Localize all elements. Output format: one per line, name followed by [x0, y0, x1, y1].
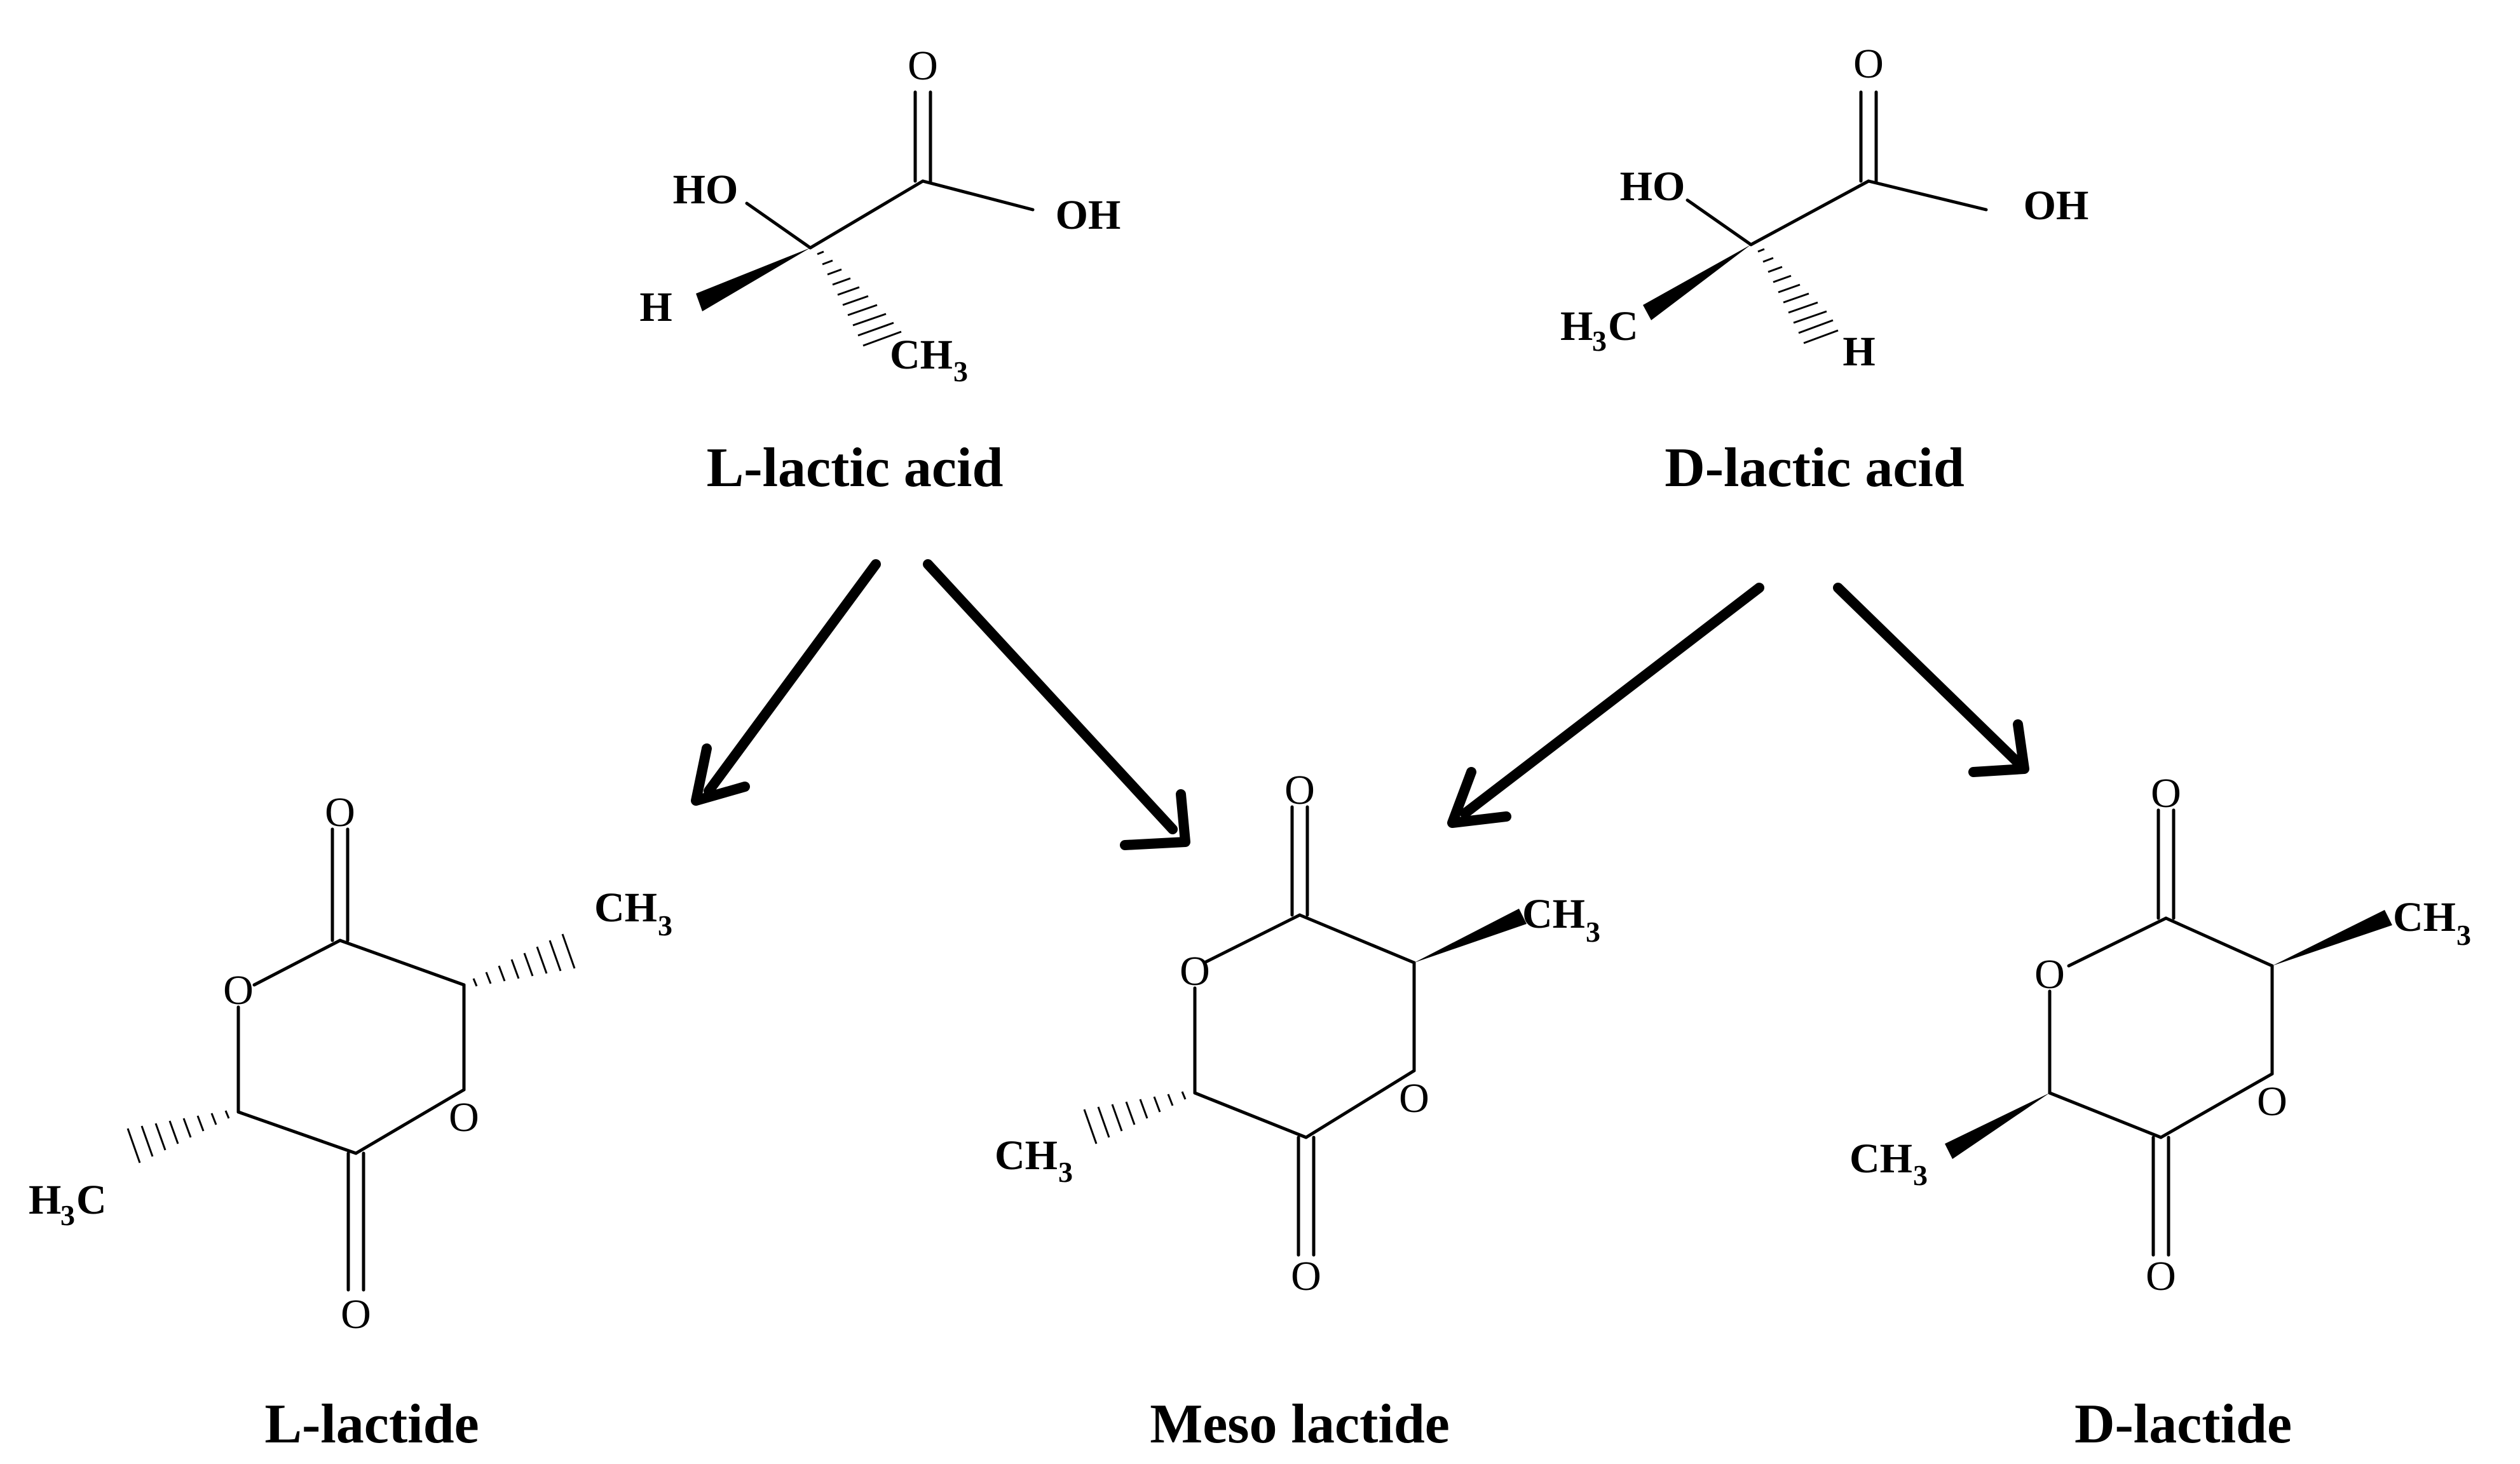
l-lactic-acid-methyl: CH [890, 332, 953, 378]
l-lactide-top-carbonyl-oxygen: O [325, 789, 355, 836]
l-lactic-acid-carbonyl-oxygen: O [908, 43, 938, 89]
d-lactide-bottom-carbonyl-oxygen: O [2146, 1253, 2176, 1299]
l-lactic-acid-label: L-lactic acid [707, 437, 1004, 499]
d-lactic-acid-methyl-h: H [1560, 303, 1593, 349]
l-lactic-acid-acid-oh: OH [1056, 192, 1121, 238]
meso-lactide-ring-oxygen-left: O [1180, 948, 1210, 994]
d-lactide-methyl-right: CH [2393, 894, 2456, 940]
l-lactic-acid-hydrogen: H [639, 284, 672, 330]
meso-lactide-top-carbonyl-oxygen: O [1284, 767, 1315, 813]
d-lactide-ring-oxygen-left: O [2034, 951, 2065, 998]
l-lactide-bottom-carbonyl-oxygen: O [341, 1291, 371, 1338]
meso-lactide-label: Meso lactide [1150, 1393, 1450, 1455]
l-lactide-methyl-right: CH [594, 884, 657, 931]
l-lactide-ring-oxygen-right: O [449, 1094, 479, 1141]
l-lactic-acid-methyl-subscript: 3 [953, 355, 968, 388]
d-lactic-acid-label: D-lactic acid [1665, 437, 1965, 499]
d-lactic-acid-carbonyl-oxygen: O [1853, 41, 1884, 87]
d-lactide-top-carbonyl-oxygen: O [2151, 770, 2181, 817]
meso-lactide-ring-oxygen-right: O [1399, 1075, 1429, 1122]
l-lactide-methyl-right-subscript: 3 [658, 909, 672, 942]
d-lactic-acid-hydrogen: H [1842, 329, 1875, 375]
d-lactide-ring-oxygen-right: O [2257, 1078, 2287, 1125]
meso-lactide-methyl-left: CH [995, 1132, 1058, 1179]
l-lactide-methyl-left-c: C [76, 1177, 107, 1223]
meso-lactide-structure: O O O O CH 3 CH 3 [995, 767, 1600, 1299]
d-lactic-acid-structure: O HO OH H 3 C H [1560, 41, 2088, 375]
reaction-arrows [691, 559, 2029, 850]
d-lactic-acid-hydroxyl: HO [1620, 163, 1686, 210]
l-lactide-label: L-lactide [264, 1393, 479, 1455]
l-lactic-acid-hydroxyl: HO [673, 166, 739, 213]
d-lactic-acid-methyl-c: C [1608, 303, 1638, 349]
meso-lactide-methyl-right: CH [1522, 891, 1585, 937]
l-lactide-structure: O O O O CH 3 H 3 C [29, 789, 672, 1338]
d-lactide-label: D-lactide [2074, 1393, 2292, 1455]
meso-lactide-methyl-left-subscript: 3 [1058, 1156, 1073, 1188]
d-lactide-methyl-left-subscript: 3 [1913, 1159, 1928, 1191]
d-lactide-structure: O O O O CH 3 CH 3 [1849, 770, 2471, 1299]
l-lactide-methyl-left-h: H [29, 1177, 61, 1223]
d-lactic-acid-methyl-subscript: 3 [1592, 325, 1607, 357]
d-lactic-acid-acid-oh: OH [2024, 182, 2089, 229]
d-lactide-methyl-right-subscript: 3 [2456, 919, 2471, 951]
l-lactic-acid-structure: O HO OH H CH 3 [639, 43, 1120, 388]
meso-lactide-bottom-carbonyl-oxygen: O [1291, 1253, 1321, 1299]
d-lactide-methyl-left: CH [1849, 1135, 1912, 1182]
l-lactide-methyl-left-subscript: 3 [60, 1199, 75, 1231]
l-lactide-ring-oxygen-left: O [223, 967, 254, 1013]
meso-lactide-methyl-right-subscript: 3 [1586, 916, 1600, 948]
